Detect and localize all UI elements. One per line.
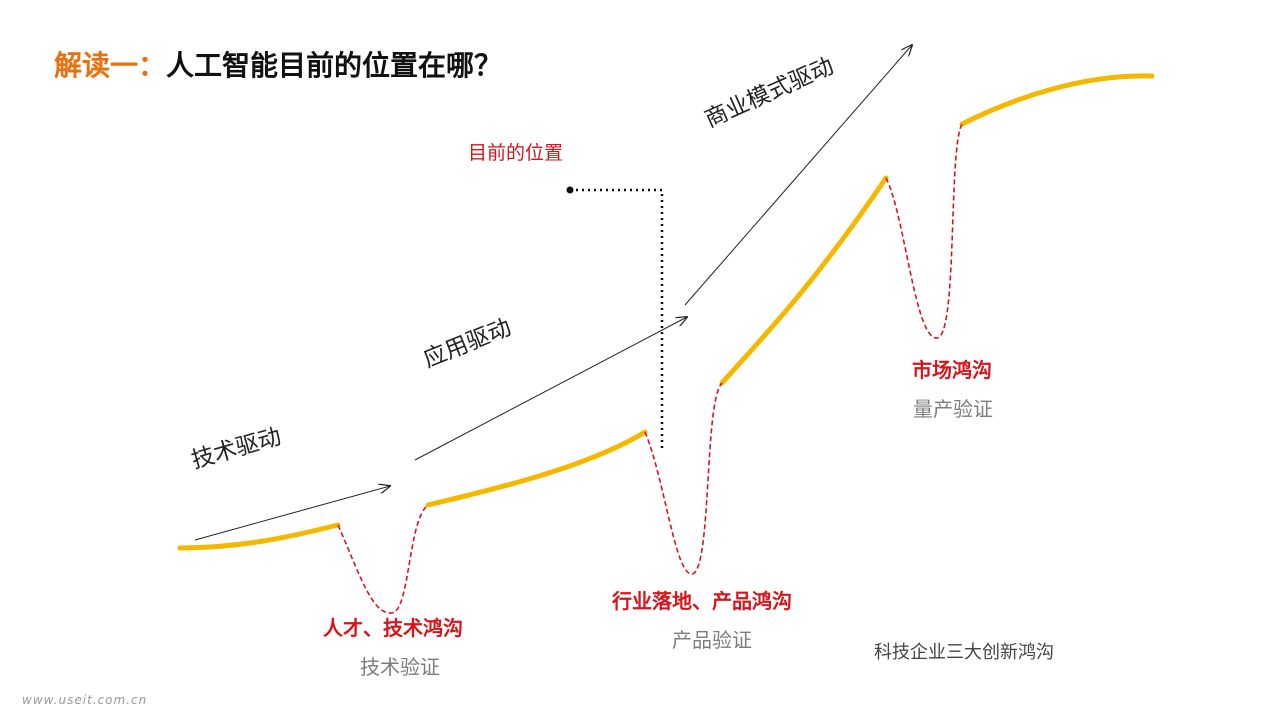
chasm-3-name: 市场鸿沟 (912, 358, 992, 382)
growth-curve-segment-2 (425, 429, 648, 508)
business-driver-arrow (684, 45, 912, 306)
chasm-1-validation: 技术验证 (360, 655, 440, 679)
growth-curve-segment-4 (959, 73, 1155, 127)
chasm-2-validation: 产品验证 (672, 628, 752, 652)
chasm-3-validation: 量产验证 (913, 397, 993, 421)
title-prefix: 解读一： (54, 49, 167, 82)
current-position-pointer (570, 188, 664, 452)
chasm-3-dip (885, 123, 963, 339)
current-position-label: 目前的位置 (468, 142, 564, 164)
tech-driver-arrow (194, 486, 390, 541)
title-main: 人工智能目前的位置在哪？ (166, 49, 503, 82)
application-driver-arrow (414, 317, 687, 461)
chasm-2-name: 行业落地、产品鸿沟 (612, 589, 792, 613)
chasm-1-dip (337, 504, 429, 614)
watermark: www.useit.com.cn (22, 693, 148, 707)
diagram-caption: 科技企业三大创新鸿沟 (874, 642, 1054, 663)
chasm-2-dip (644, 382, 723, 575)
slide-title: 解读一：人工智能目前的位置在哪？ (54, 44, 502, 84)
growth-curve-segment-3 (719, 175, 889, 386)
growth-curve-segment-1 (177, 522, 341, 551)
chasm-1-name: 人才、技术鸿沟 (323, 616, 463, 640)
